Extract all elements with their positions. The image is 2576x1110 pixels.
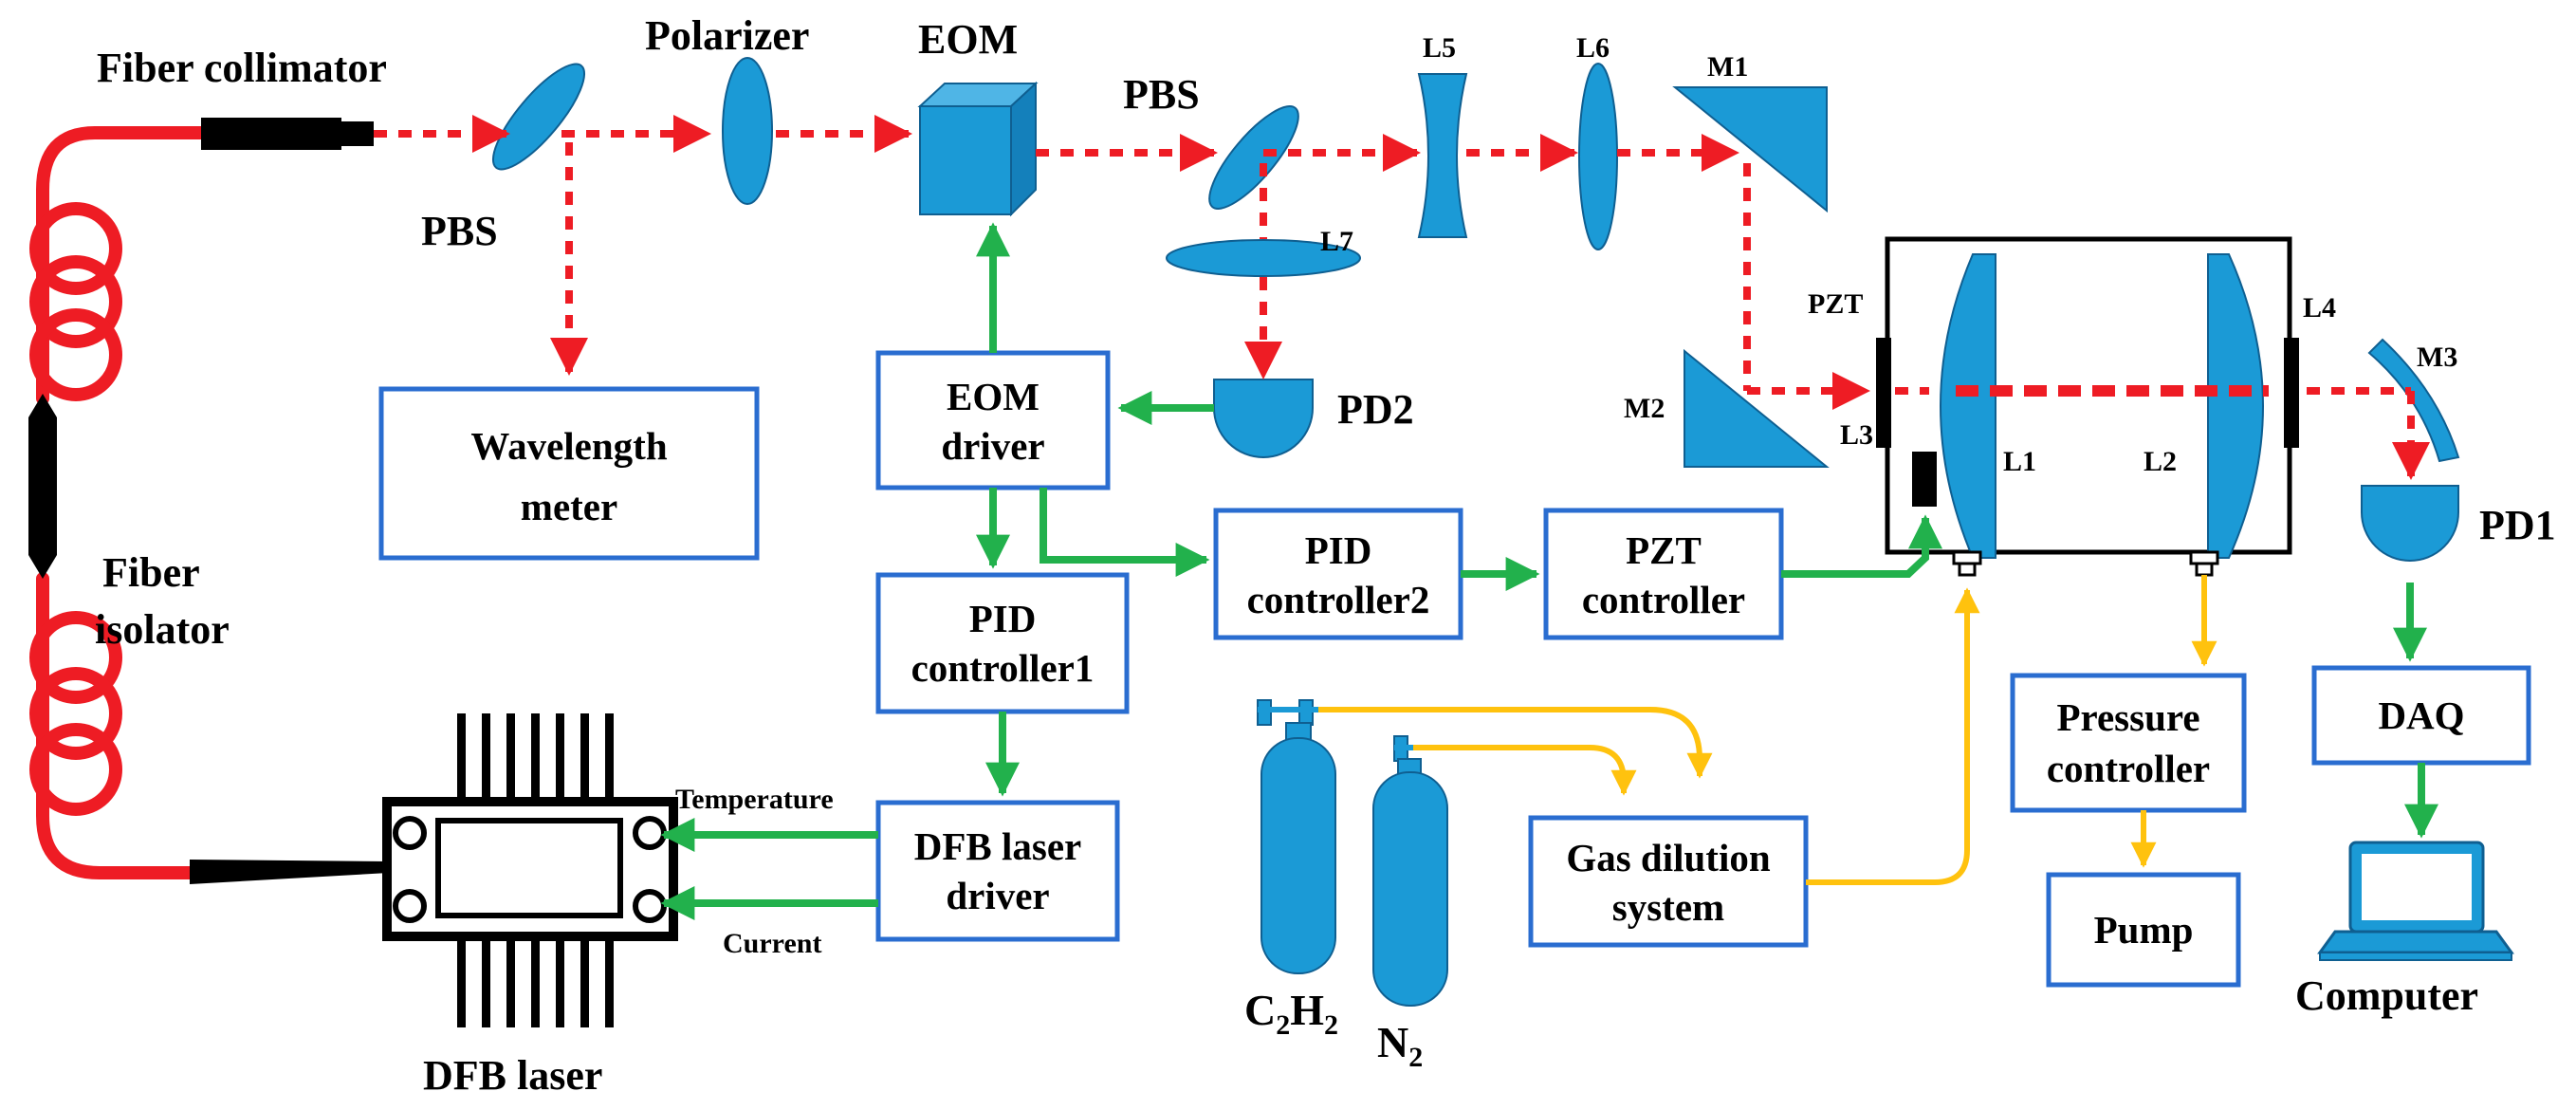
pzt-controller-line1: PZT bbox=[1626, 528, 1702, 572]
current-label: Current bbox=[723, 928, 821, 959]
fiber-collimator-label: Fiber collimator bbox=[97, 45, 387, 91]
m2-label: M2 bbox=[1624, 393, 1665, 424]
fiber-isolator-label-1: Fiber bbox=[102, 549, 200, 596]
fiber-collimator bbox=[201, 118, 374, 150]
computer-icon bbox=[2317, 841, 2514, 961]
m1-label: M1 bbox=[1707, 51, 1748, 83]
pbs-left-optic bbox=[491, 63, 586, 171]
eom-crystal bbox=[917, 81, 1039, 217]
pid-controller2-line1: PID bbox=[1305, 528, 1372, 572]
m2-mirror bbox=[1684, 348, 1830, 468]
n2-label: N2 bbox=[1377, 1018, 1423, 1073]
l2-label: L2 bbox=[2144, 446, 2177, 477]
c2h2-label: C2H2 bbox=[1244, 986, 1338, 1041]
dfb-laser-label: DFB laser bbox=[423, 1052, 602, 1099]
pressure-controller-line1: Pressure bbox=[2056, 695, 2199, 739]
pd1-label: PD1 bbox=[2479, 502, 2556, 548]
l3-label: L3 bbox=[1840, 419, 1873, 451]
l3-window bbox=[1912, 452, 1937, 507]
pbs-left-label: PBS bbox=[421, 208, 498, 254]
dfb-laser-driver-line2: driver bbox=[946, 874, 1049, 917]
pbs-right-label: PBS bbox=[1123, 71, 1200, 118]
pzt-controller-line2: controller bbox=[1582, 578, 1745, 621]
pump-label: Pump bbox=[2094, 908, 2194, 952]
pzt-label: PZT bbox=[1808, 288, 1863, 320]
electrical-signal-lines bbox=[660, 222, 2438, 920]
n2-cylinder bbox=[1372, 735, 1448, 1007]
eom-driver-line1: EOM bbox=[947, 375, 1040, 418]
dfb-laser-body bbox=[190, 713, 678, 1027]
eom-label: EOM bbox=[918, 16, 1018, 63]
daq-box bbox=[2311, 665, 2531, 766]
cavity-gas-outlet-port bbox=[2189, 550, 2219, 577]
pid-controller1-box bbox=[875, 572, 1130, 714]
m3-label: M3 bbox=[2417, 342, 2457, 373]
cavity-gas-inlet-port bbox=[1952, 550, 1982, 577]
l7-label: L7 bbox=[1320, 226, 1353, 257]
l5-lens bbox=[1417, 73, 1468, 238]
eom-driver-line2: driver bbox=[941, 424, 1044, 468]
l6-label: L6 bbox=[1576, 32, 1610, 64]
polarizer-label: Polarizer bbox=[645, 12, 809, 59]
gas-dilution-line2: system bbox=[1612, 885, 1724, 929]
dfb-laser-driver-box bbox=[875, 800, 1120, 942]
l7-lens bbox=[1166, 239, 1361, 277]
l1-label: L1 bbox=[2003, 446, 2036, 477]
pid-controller2-box bbox=[1213, 508, 1463, 640]
pid-controller1-line1: PID bbox=[969, 597, 1037, 640]
c2h2-cylinder bbox=[1257, 699, 1336, 974]
pressure-controller-box bbox=[2010, 673, 2247, 813]
l4-window bbox=[2284, 338, 2299, 448]
dfb-laser-driver-line1: DFB laser bbox=[914, 824, 1082, 868]
l1-cavity-mirror bbox=[1940, 253, 1996, 559]
pressure-controller-line2: controller bbox=[2047, 747, 2210, 790]
pid-controller1-line2: controller1 bbox=[911, 646, 1095, 690]
laser-beam-paths bbox=[374, 115, 2430, 480]
wavelength-meter-line2: meter bbox=[521, 485, 617, 528]
wavelength-meter-line1: Wavelength bbox=[470, 424, 667, 468]
pid-controller2-line2: controller2 bbox=[1247, 578, 1430, 621]
polarizer-optic bbox=[722, 57, 773, 205]
gas-dilution-box bbox=[1528, 815, 1809, 948]
l2-cavity-mirror bbox=[2207, 253, 2264, 559]
fiber-path bbox=[29, 126, 211, 879]
temperature-label: Temperature bbox=[675, 784, 834, 815]
pd2-label: PD2 bbox=[1337, 386, 1414, 433]
pbs-right-optic bbox=[1208, 105, 1299, 210]
gas-dilution-line1: Gas dilution bbox=[1566, 836, 1771, 879]
l4-label: L4 bbox=[2303, 292, 2336, 324]
pd2-detector bbox=[1213, 379, 1314, 458]
fiber-isolator bbox=[28, 394, 57, 579]
pd1-detector bbox=[2361, 485, 2459, 562]
computer-label: Computer bbox=[2295, 972, 2478, 1019]
fiber-isolator-label-2: isolator bbox=[95, 606, 230, 653]
pzt-actuator-left bbox=[1876, 338, 1891, 448]
l6-lens bbox=[1578, 63, 1618, 250]
pump-box bbox=[2046, 872, 2241, 988]
l5-label: L5 bbox=[1423, 32, 1456, 64]
gas-lines bbox=[1318, 575, 2217, 885]
daq-label: DAQ bbox=[2378, 694, 2464, 737]
m1-mirror bbox=[1672, 86, 1828, 213]
wavelength-meter-box bbox=[378, 386, 760, 561]
eom-driver-box bbox=[875, 350, 1111, 490]
pzt-controller-box bbox=[1543, 508, 1784, 640]
